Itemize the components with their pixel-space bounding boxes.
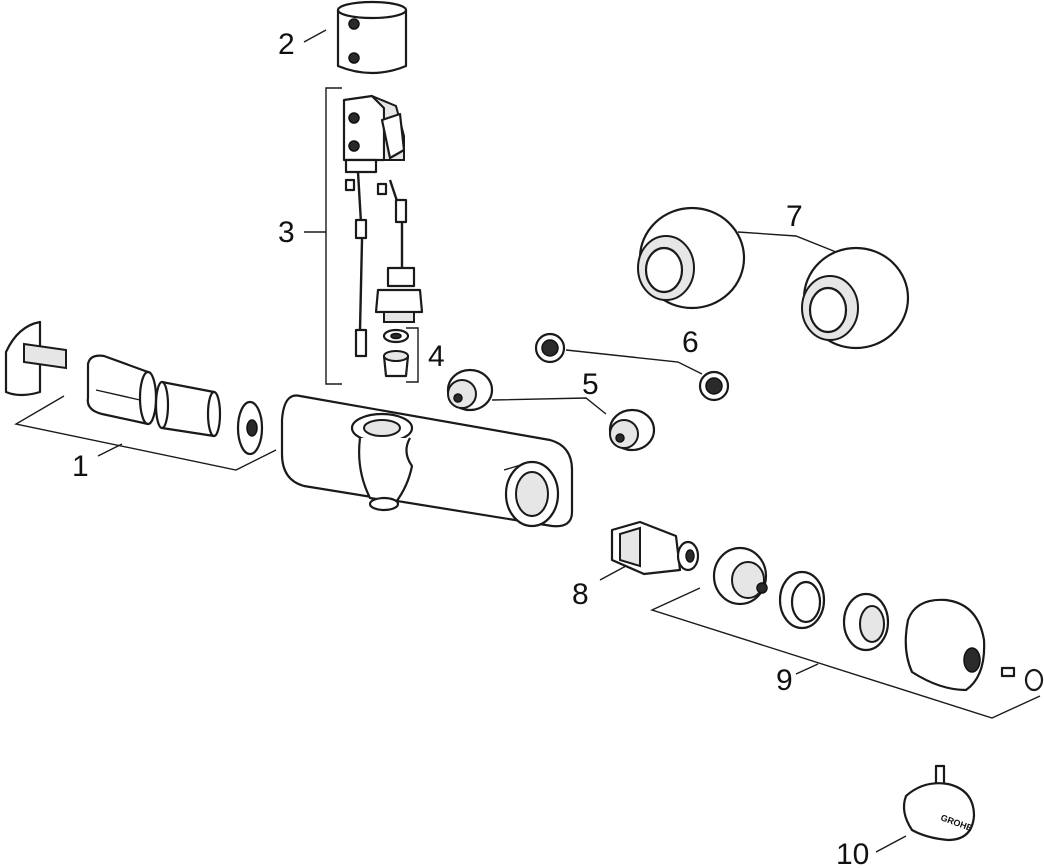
leader-7 (737, 231, 837, 253)
leader-5 (491, 397, 607, 415)
callout-1: 1 (72, 450, 89, 483)
callout-6: 6 (682, 326, 699, 359)
part-1-handle-assembly (4, 320, 264, 456)
callout-10: 10 (836, 838, 869, 868)
part-10-assembly-key: GROHE (902, 764, 976, 842)
callout-8: 8 (572, 578, 589, 611)
callout-2: 2 (278, 28, 295, 61)
part-5-check-valve-b (608, 408, 656, 452)
part-2-cover-cap (336, 0, 408, 75)
leader-10 (875, 835, 907, 853)
bracket-4 (406, 327, 419, 383)
part-9-temperature-handle-assembly (712, 546, 1044, 692)
callout-7: 7 (786, 200, 803, 233)
part-5-check-valve-a (446, 368, 494, 412)
part-4-seal-set (382, 328, 410, 378)
callout-9: 9 (776, 664, 793, 697)
part-3-sensor-module (342, 94, 424, 358)
leader-9 (795, 663, 819, 675)
leader-2 (303, 29, 327, 43)
part-7-rosette-a (637, 206, 746, 310)
bracket-9 (650, 587, 1041, 719)
part-8-thermostatic-cartridge (610, 520, 700, 576)
leader-6 (565, 349, 703, 375)
leader-8 (599, 565, 627, 581)
leader-1 (97, 443, 123, 457)
callout-5: 5 (582, 368, 599, 401)
callout-3: 3 (278, 216, 295, 249)
bracket-1 (14, 395, 277, 471)
part-6-seal-b (698, 370, 730, 402)
bracket-3 (325, 87, 342, 385)
callout-4: 4 (428, 340, 445, 373)
part-7-rosette-b (801, 246, 910, 350)
mixer-valve-body (280, 394, 574, 528)
part-6-seal-a (534, 332, 566, 364)
